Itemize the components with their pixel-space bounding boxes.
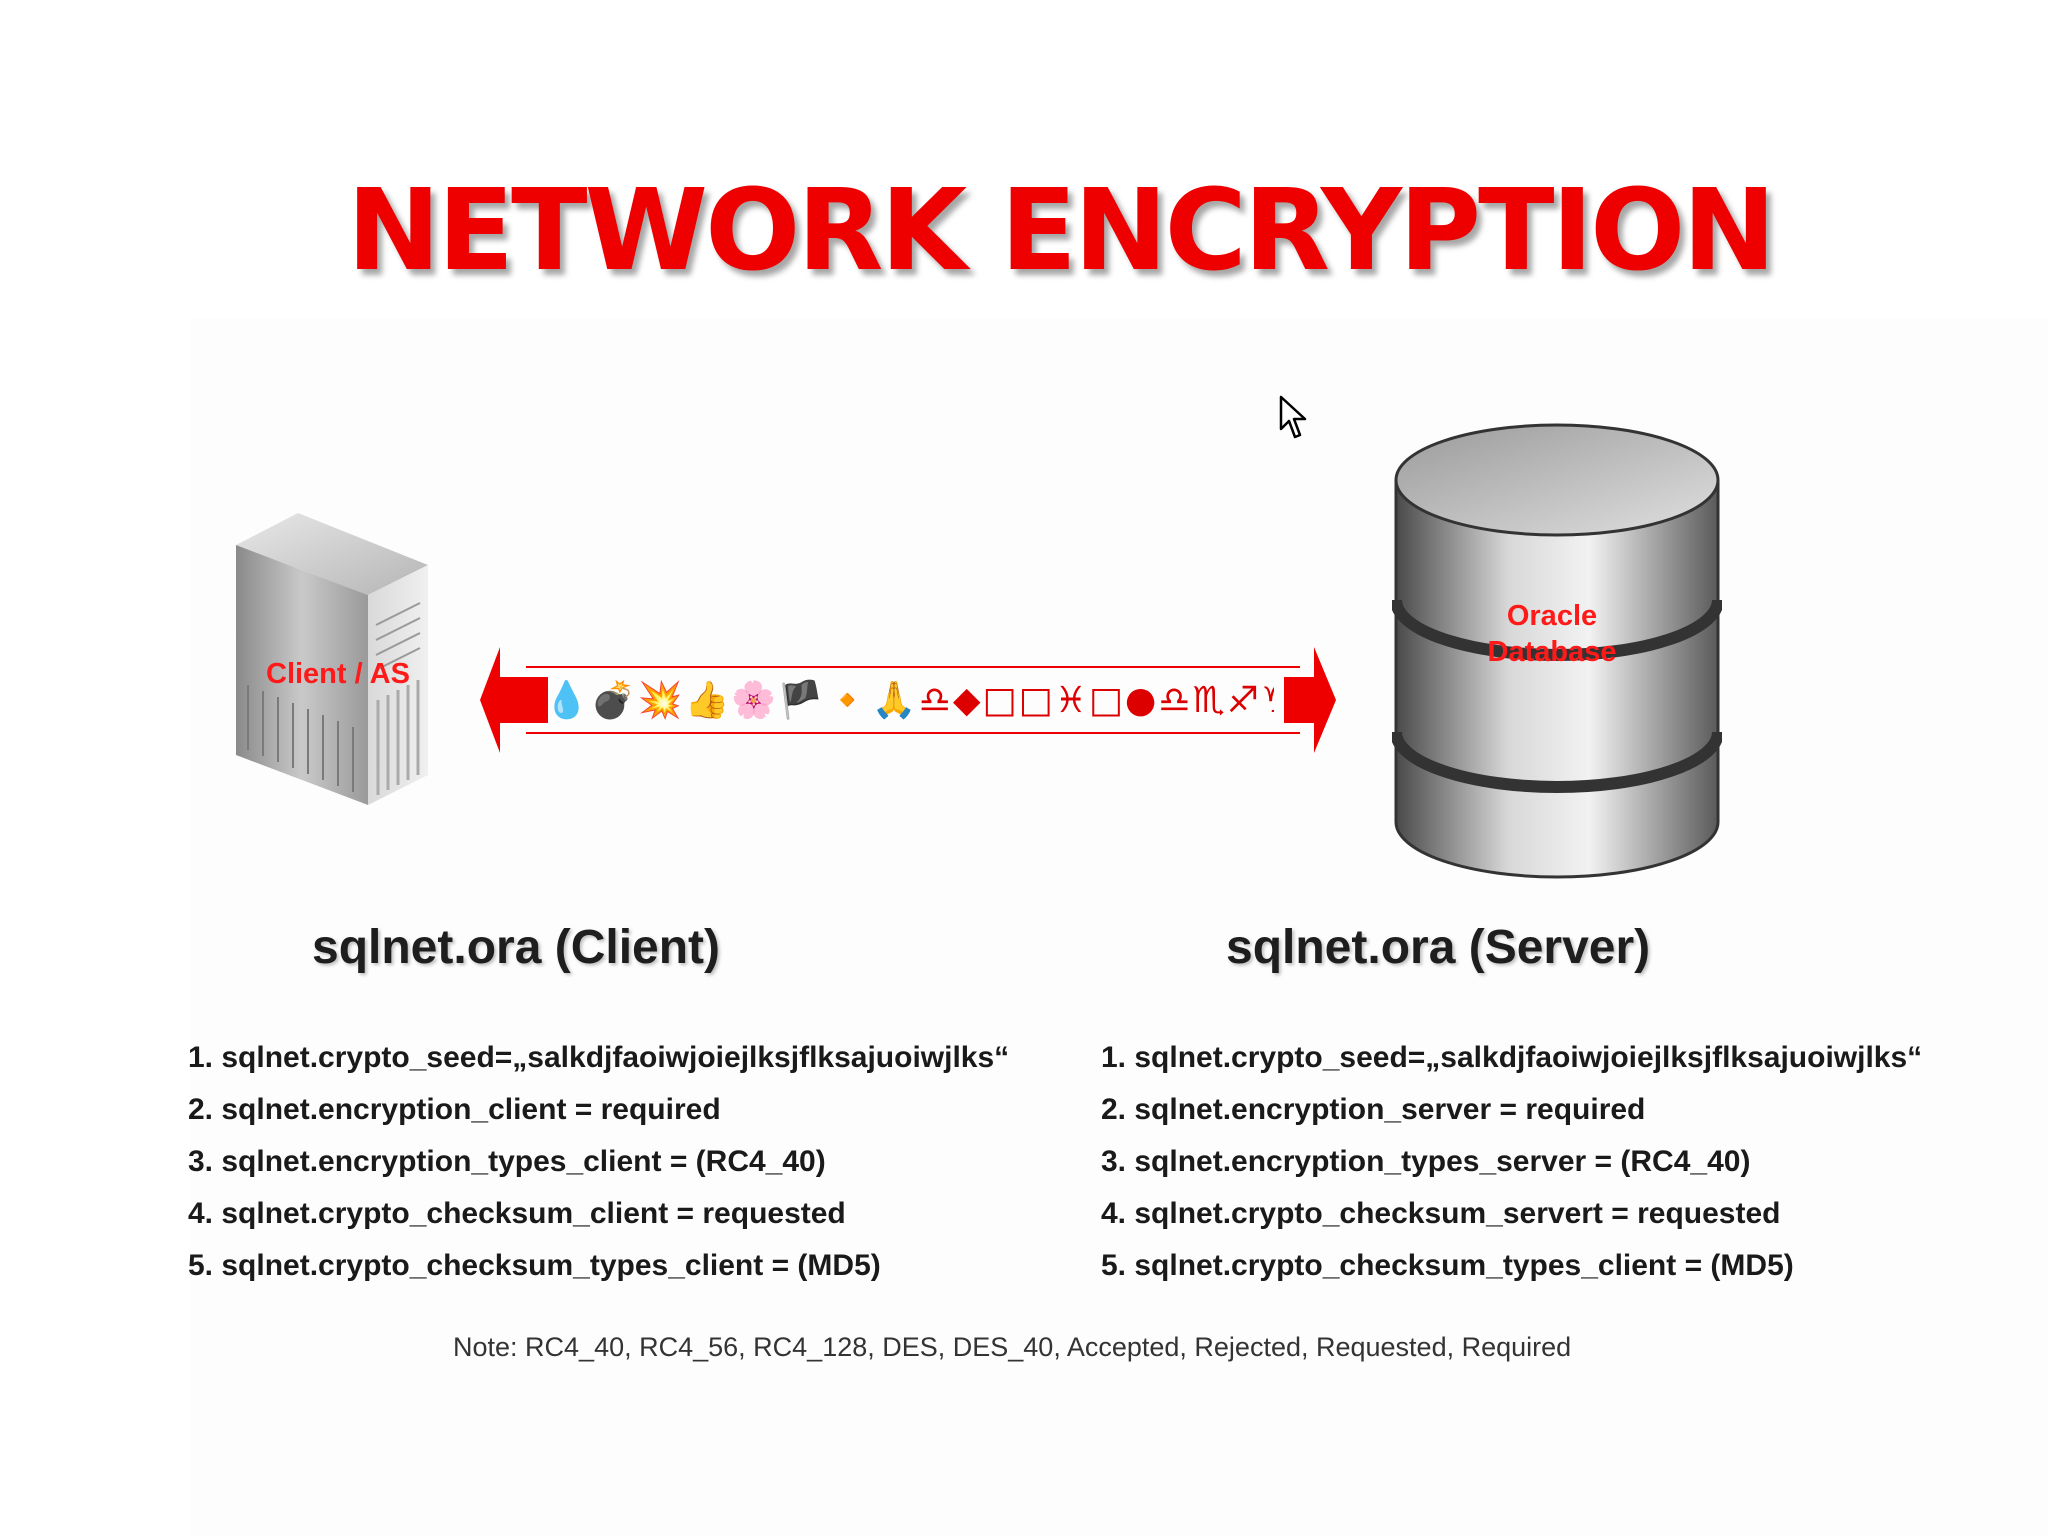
client-config-item: 4. sqlnet.crypto_checksum_client = reque…: [188, 1197, 846, 1230]
server-config-item: 1. sqlnet.crypto_seed=„salkdjfaoiwjoiejl…: [1101, 1041, 1923, 1074]
client-config-item: 3. sqlnet.encryption_types_client = (RC4…: [188, 1145, 826, 1178]
database-label-line2: Database: [1487, 636, 1617, 668]
client-config-title: sqlnet.ora (Client): [312, 921, 721, 974]
server-config-item: 3. sqlnet.encryption_types_server = (RC4…: [1101, 1145, 1751, 1178]
database-label-line1: Oracle: [1506, 600, 1598, 632]
server-config-list: 1. sqlnet.crypto_seed=„salkdjfaoiwjoiejl…: [1101, 1032, 1922, 1292]
footnote: Note: RC4_40, RC4_56, RC4_128, DES, DES_…: [453, 1332, 1572, 1362]
client-label: Client / AS: [266, 658, 410, 690]
server-config-item: 2. sqlnet.encryption_server = required: [1101, 1093, 1646, 1126]
server-config-title: sqlnet.ora (Server): [1226, 921, 1651, 974]
mouse-pointer-icon: [1279, 395, 1307, 439]
encrypted-payload: 💧💣💥👍🌸🏴🔸🙏♎◆□□♓□●♎♏♐♑🙏♋□: [544, 680, 1274, 721]
database-label: Oracle Database: [1392, 598, 1712, 670]
client-config-item: 2. sqlnet.encryption_client = required: [188, 1093, 721, 1126]
client-config-item: 5. sqlnet.crypto_checksum_types_client =…: [188, 1249, 881, 1282]
encrypted-traffic-arrow: [480, 647, 1336, 753]
client-config-item: 1. sqlnet.crypto_seed=„salkdjfaoiwjoiejl…: [188, 1041, 1010, 1074]
database-icon: [1392, 423, 1722, 879]
slide-title: NETWORK ENCRYPTION: [346, 166, 1776, 296]
client-config-list: 1. sqlnet.crypto_seed=„salkdjfaoiwjoiejl…: [188, 1032, 1009, 1292]
slide-background: [190, 318, 2048, 1536]
server-config-item: 4. sqlnet.crypto_checksum_servert = requ…: [1101, 1197, 1781, 1230]
server-config-item: 5. sqlnet.crypto_checksum_types_client =…: [1101, 1249, 1794, 1282]
client-server-icon: [236, 513, 428, 805]
